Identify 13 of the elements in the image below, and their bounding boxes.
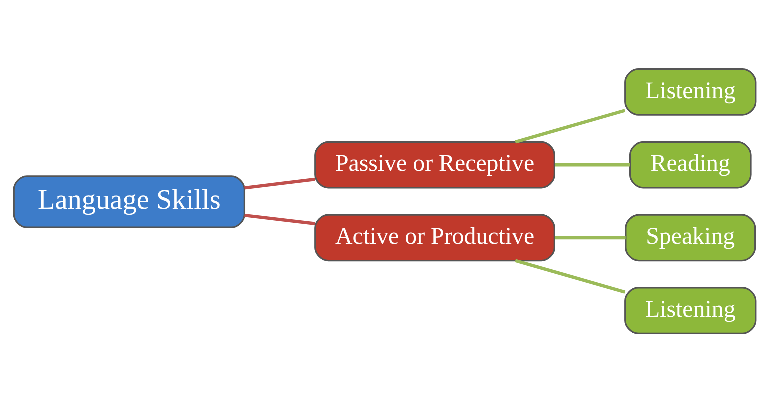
connector xyxy=(514,258,626,294)
node-box: Listening xyxy=(624,68,756,116)
connector xyxy=(554,236,626,240)
node-box: Language Skills xyxy=(12,175,245,228)
node-box: Active or Productive xyxy=(314,214,555,262)
connector xyxy=(244,213,315,226)
connector xyxy=(514,108,626,144)
node-box: Listening xyxy=(624,286,756,334)
node-box: Reading xyxy=(628,140,752,188)
connector xyxy=(554,162,630,166)
node-box: Passive or Receptive xyxy=(314,140,555,188)
connector xyxy=(244,177,315,190)
node-box: Speaking xyxy=(624,214,756,262)
